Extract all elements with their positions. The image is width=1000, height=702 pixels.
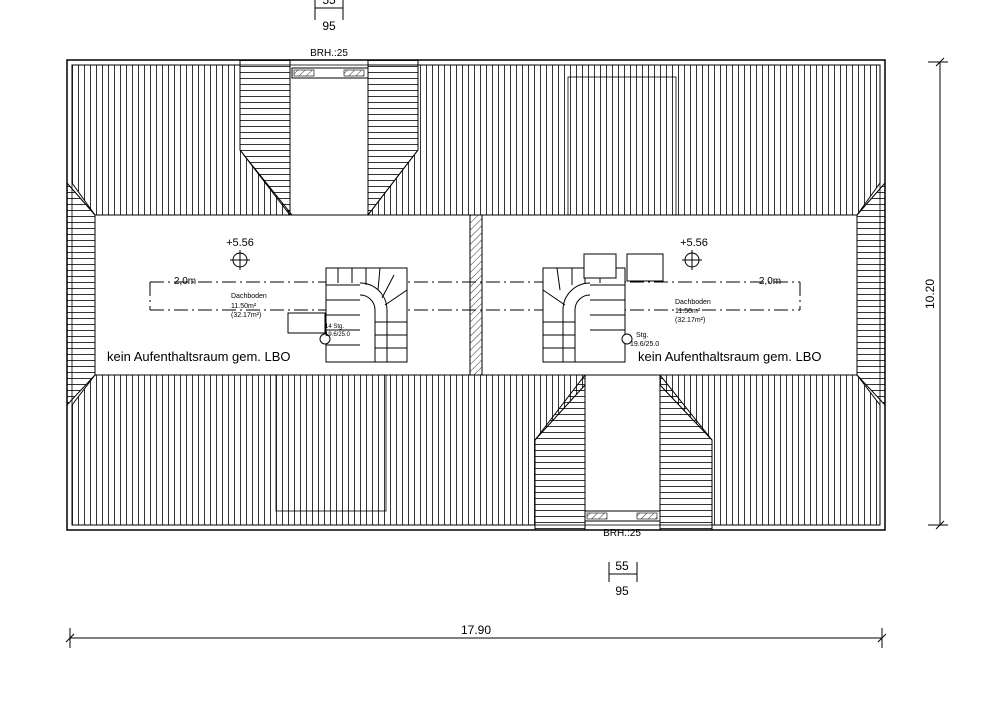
room-left-area: 11.50m² xyxy=(231,303,257,310)
level-marker-right-icon xyxy=(682,250,702,270)
dimension-bottom-opening xyxy=(608,562,638,582)
room-right-name: Dachboden xyxy=(675,299,711,306)
dim-top-small: 55 xyxy=(322,0,336,7)
dim-top-large: 95 xyxy=(322,19,336,33)
brh-top-label: BRH.:25 xyxy=(310,48,348,59)
stair-right xyxy=(542,253,664,363)
note-right: kein Aufenthaltsraum gem. LBO xyxy=(638,349,822,364)
roof-top-surface xyxy=(71,59,881,217)
level-right-label: +5.56 xyxy=(680,237,708,249)
level-left-label: +5.56 xyxy=(226,237,254,249)
room-left-area2: (32.17m²) xyxy=(231,312,261,319)
stair-left xyxy=(287,267,408,363)
clearance-left-label: 2,0m xyxy=(174,276,196,287)
window-bottom xyxy=(584,510,661,522)
dim-bottom-large: 95 xyxy=(615,584,629,598)
brh-bottom-label: BRH.:25 xyxy=(603,528,641,539)
level-marker-left-icon xyxy=(230,250,250,270)
party-wall xyxy=(469,214,483,376)
roof-bottom-surface xyxy=(71,373,881,531)
window-top xyxy=(291,67,369,79)
stair-right-ratio: 19.6/25.0 xyxy=(630,341,659,348)
dimension-height xyxy=(928,57,948,530)
dimension-top-opening xyxy=(314,0,344,20)
stair-left-ratio: 19.6/25.0 xyxy=(325,332,351,338)
stair-left-label: 14 Stg. xyxy=(325,324,344,330)
clearance-line-2m xyxy=(149,281,801,311)
clearance-right-label: 2,0m xyxy=(759,276,781,287)
dim-bottom-small: 55 xyxy=(615,559,629,573)
dimension-width xyxy=(65,628,887,648)
dim-height-label: 10.20 xyxy=(923,279,937,309)
stair-right-label: Stg. xyxy=(636,332,649,339)
room-right-area2: (32.17m²) xyxy=(675,317,705,324)
note-left: kein Aufenthaltsraum gem. LBO xyxy=(107,349,291,364)
room-left-name: Dachboden xyxy=(231,293,267,300)
room-right-area: 11.50m² xyxy=(675,308,701,315)
dim-width-label: 17.90 xyxy=(461,623,491,637)
